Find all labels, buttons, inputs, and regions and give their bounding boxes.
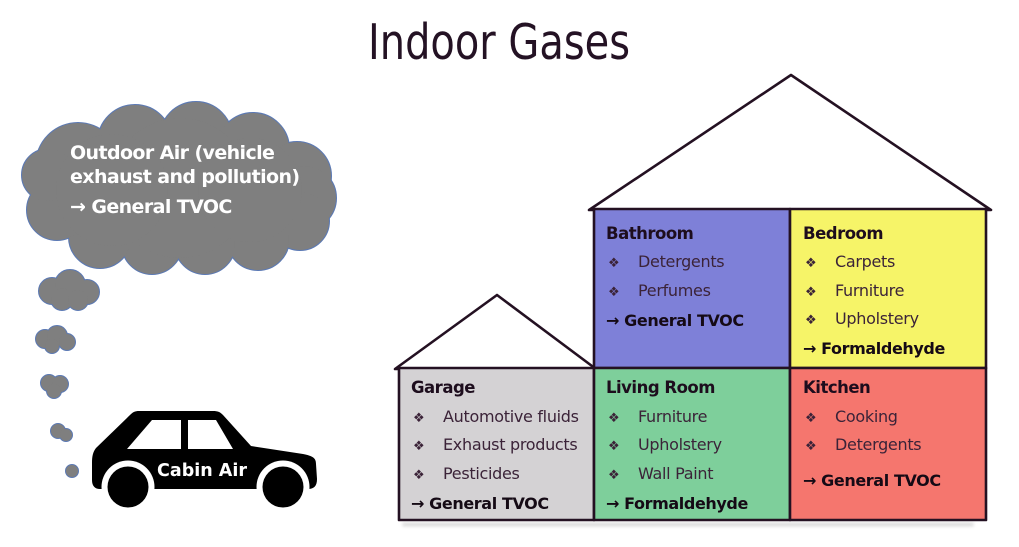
diamond-bullet-icon: ❖ [608,439,620,455]
room-item: ❖ Perfumes [606,280,788,303]
room-item-label: Cooking [835,406,898,426]
diamond-bullet-icon: ❖ [805,284,817,300]
outdoor-air-callout: Outdoor Air (vehicle exhaust and polluti… [70,141,300,219]
room-bedroom-result: → Formaldehyde [803,339,945,359]
house-shadow [402,522,974,527]
room-item-label: Automotive fluids [443,406,579,426]
room-bathroom-result: → General TVOC [606,310,744,330]
room-kitchen-result: → General TVOC [803,471,941,491]
room-item-label: Pesticides [443,463,520,483]
car-label: Cabin Air [157,461,247,481]
thought-bubble-2 [35,325,76,354]
diamond-bullet-icon: ❖ [413,410,425,426]
room-garage-title: Garage [411,378,475,398]
front-window [188,420,233,449]
diamond-bullet-icon: ❖ [413,439,425,455]
room-item: ❖ Upholstery [606,436,788,457]
car-icon [92,411,317,514]
room-garage-result: → General TVOC [411,493,549,513]
room-living-room: Living Room ❖ Furniture ❖ Upholstery ❖ W… [606,378,788,513]
outdoor-air-cloud-shape [21,101,337,275]
room-item: ❖ Upholstery [803,308,985,331]
thought-bubble-1 [38,269,100,311]
room-item: ❖ Detergents [803,436,985,457]
callout-result: → General TVOC [70,196,232,218]
room-item-label: Wall Paint [638,463,714,483]
cloud-puffs [41,375,68,398]
room-item-label: Detergents [835,435,922,455]
main-roof [587,73,993,212]
page-title: Indoor Gases [367,13,631,71]
room-item-label: Exhaust products [443,435,578,455]
room-item: ❖ Carpets [803,253,985,274]
diamond-bullet-icon: ❖ [608,467,620,483]
diamond-bullet-icon: ❖ [608,284,620,300]
room-bedroom-bg [788,207,988,370]
room-garage-bg [397,366,596,522]
diamond-bullet-icon: ❖ [805,312,817,328]
room-item: ❖ Wall Paint [606,463,788,486]
thought-bubble-3 [40,374,69,399]
room-living-room-result: → Formaldehyde [606,493,748,513]
front-wheel [262,466,304,508]
rear-wheel [107,466,149,508]
diamond-bullet-icon: ❖ [413,467,425,483]
thought-bubble-5 [65,464,79,478]
room-item: ❖ Furniture [803,280,985,303]
room-kitchen-title: Kitchen [803,378,871,398]
room-item: ❖ Automotive fluids [411,406,593,429]
diamond-bullet-icon: ❖ [805,256,817,272]
room-item-label: Furniture [638,406,708,426]
room-item: ❖ Furniture [606,406,788,429]
room-item-label: Carpets [835,252,896,272]
room-item-label: Perfumes [638,280,711,300]
diamond-bullet-icon: ❖ [805,410,817,426]
room-bedroom-title: Bedroom [803,223,884,243]
room-bathroom-bg [592,207,792,370]
room-living-room-title: Living Room [606,378,715,398]
room-bathroom-title: Bathroom [606,223,694,243]
rear-window [127,420,181,449]
callout-line: exhaust and pollution) [70,166,300,188]
room-garage: Garage ❖ Automotive fluids ❖ Exhaust pro… [411,378,593,513]
house-shape [393,73,993,522]
room-item-label: Upholstery [638,435,722,455]
garage-roof [393,293,598,371]
cloud-puffs [51,424,72,441]
cloud-puffs [66,465,78,477]
cloud-puffs [36,326,75,353]
cloud-puffs [22,102,336,274]
room-living-room-bg [592,366,792,522]
cloud-puffs [39,270,99,310]
room-bathroom: Bathroom ❖ Detergents ❖ Perfumes → Gener… [606,224,788,330]
diamond-bullet-icon: ❖ [805,439,817,455]
room-kitchen: Kitchen ❖ Cooking ❖ Detergents → General… [803,378,985,490]
room-item-label: Furniture [835,280,905,300]
room-item-label: Upholstery [835,308,919,328]
diamond-bullet-icon: ❖ [608,256,620,272]
diamond-bullet-icon: ❖ [608,410,620,426]
callout-line: Outdoor Air (vehicle [70,142,275,164]
thought-bubble-4 [50,423,73,442]
room-item: ❖ Pesticides [411,463,593,486]
room-bedroom: Bedroom ❖ Carpets ❖ Furniture ❖ Upholste… [803,224,985,359]
room-item-label: Detergents [638,252,725,272]
room-item: ❖ Detergents [606,253,788,274]
room-item: ❖ Cooking [803,406,985,429]
room-item: ❖ Exhaust products [411,436,593,457]
room-kitchen-bg [788,366,988,522]
